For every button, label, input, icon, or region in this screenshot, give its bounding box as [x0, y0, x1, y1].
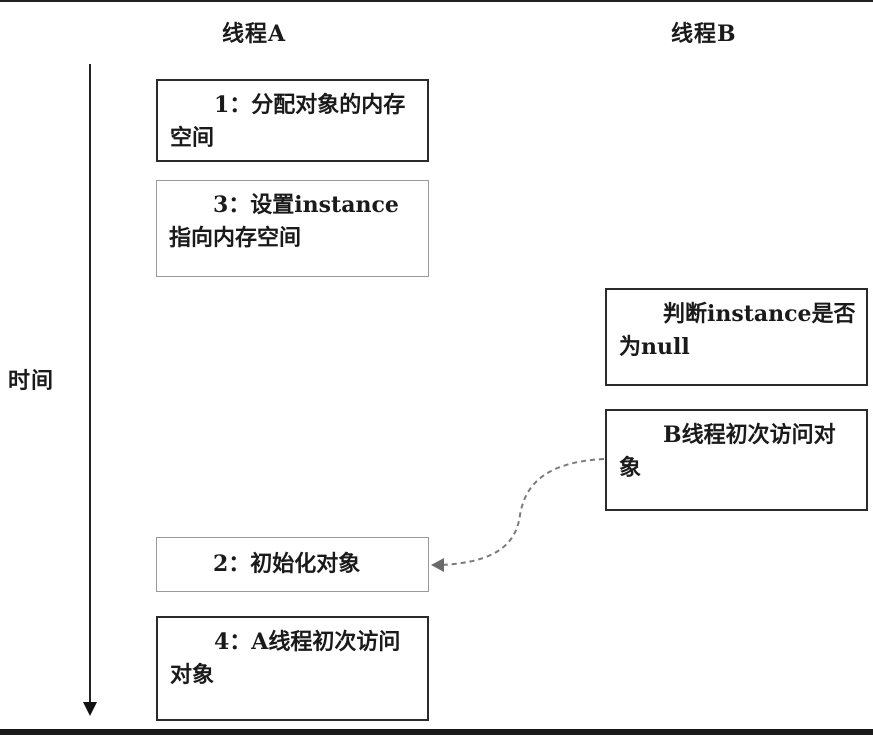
time-axis-arrow-icon	[83, 702, 97, 716]
thread-a-step-3-text: 3：设置instance指向内存空间	[169, 192, 399, 251]
thread-a-header: 线程A	[222, 21, 287, 47]
thread-b-judge-text: 判断instance是否为null	[619, 301, 856, 360]
time-axis-line	[89, 64, 91, 704]
dependency-arrowhead-icon	[431, 558, 444, 572]
thread-b-access-text: B线程初次访问对象	[619, 422, 836, 481]
thread-a-step-4-box: 4：A线程初次访问对象	[156, 616, 429, 721]
thread-a-step-2-box: 2：初始化对象	[156, 537, 429, 592]
thread-a-step-2-text: 2：初始化对象	[213, 551, 361, 577]
thread-b-judge-box: 判断instance是否为null	[605, 288, 868, 386]
thread-a-step-3-box: 3：设置instance指向内存空间	[156, 180, 429, 277]
thread-a-step-4-text: 4：A线程初次访问对象	[170, 629, 401, 688]
thread-a-step-1-box: 1：分配对象的内存空间	[156, 79, 429, 162]
top-border-line	[0, 0, 873, 2]
dashed-dependency-arrow	[441, 458, 605, 566]
thread-a-step-1-text: 1：分配对象的内存空间	[170, 92, 406, 151]
bottom-border-line	[0, 729, 873, 735]
thread-b-header: 线程B	[671, 21, 737, 47]
time-axis-label: 时间	[8, 368, 55, 394]
thread-b-access-box: B线程初次访问对象	[605, 409, 868, 511]
